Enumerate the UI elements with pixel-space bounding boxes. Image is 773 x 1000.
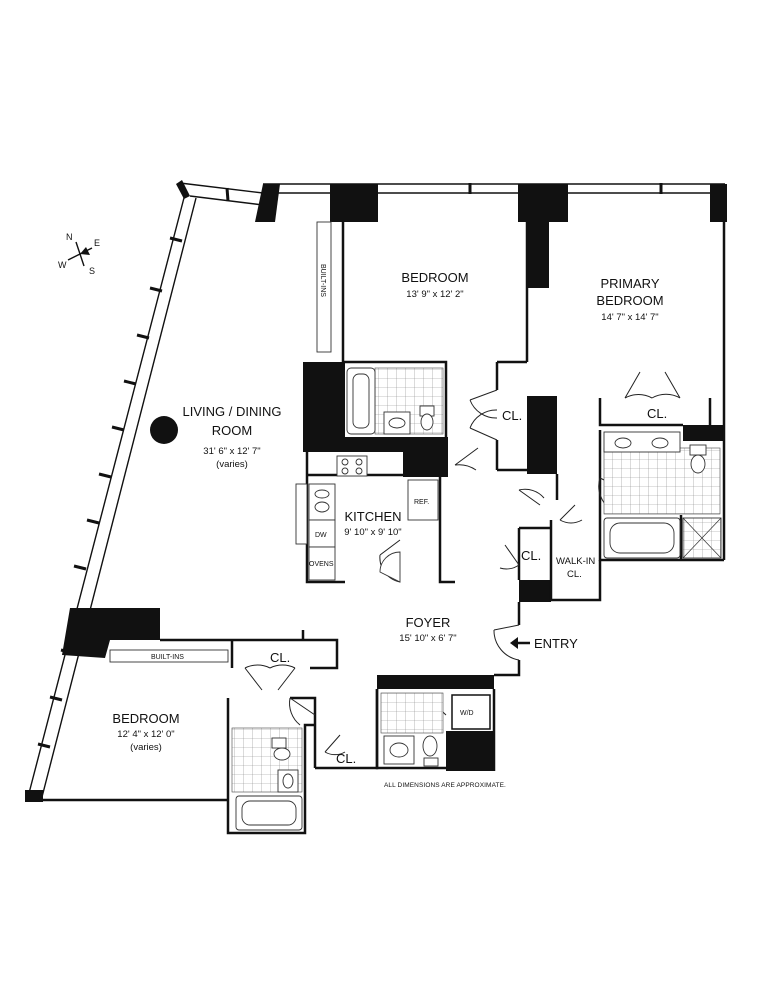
- bedroom-bottom-note: (varies): [130, 742, 162, 753]
- structural-column: [150, 416, 178, 444]
- entry-arrow-icon: [510, 637, 530, 649]
- disclaimer-text: ALL DIMENSIONS ARE APPROXIMATE.: [384, 782, 506, 789]
- bedroom-bottom-dims: 12' 4" x 12' 0": [117, 729, 174, 740]
- doors: [244, 371, 681, 756]
- kitchen-fixtures: [295, 455, 439, 583]
- compass-e: E: [94, 238, 100, 248]
- compass-n: N: [66, 232, 73, 242]
- primary-name-2: BEDROOM: [596, 293, 663, 308]
- compass-rose: N E S W: [58, 232, 100, 276]
- room-labels: LIVING / DINING ROOM 31' 6" x 12' 7" (va…: [112, 270, 663, 753]
- bedroom-top-name: BEDROOM: [401, 270, 468, 285]
- entry-label: ENTRY: [534, 636, 578, 651]
- primary-dims: 14' 7" x 14' 7": [601, 312, 658, 323]
- built-ins-vertical-label: BUILT-INS: [319, 264, 326, 297]
- built-ins-horizontal-label: BUILT-INS: [151, 654, 184, 661]
- compass-w: W: [58, 260, 67, 270]
- bedroom-bottom-name: BEDROOM: [112, 711, 179, 726]
- foyer-dims: 15' 10" x 6' 7": [399, 633, 456, 644]
- built-ins: [109, 221, 332, 663]
- living-name-2: ROOM: [212, 423, 252, 438]
- closet-label-4: CL.: [270, 650, 290, 665]
- kitchen-dims: 9' 10" x 9' 10": [344, 527, 401, 538]
- foyer-name: FOYER: [406, 615, 451, 630]
- fixture-labels: BUILT-INS BUILT-INS CL. CL. CL. CL. CL. …: [151, 264, 667, 789]
- wd-label: W/D: [460, 710, 474, 717]
- living-dims: 31' 6" x 12' 7": [203, 446, 260, 457]
- compass-s: S: [89, 266, 95, 276]
- walk-in-label-1: WALK-IN: [556, 556, 595, 567]
- closet-label-2: CL.: [647, 406, 667, 421]
- living-note: (varies): [216, 459, 248, 470]
- living-name-1: LIVING / DINING: [183, 404, 282, 419]
- bedroom-top-dims: 13' 9" x 12' 2": [406, 289, 463, 300]
- structural-walls: [25, 180, 727, 802]
- ovens-label: OVENS: [309, 561, 334, 568]
- dw-label: DW: [315, 532, 327, 539]
- closet-label-1: CL.: [502, 408, 522, 423]
- interior-walls: [42, 222, 726, 835]
- closet-label-5: CL.: [336, 751, 356, 766]
- closet-label-3: CL.: [521, 548, 541, 563]
- primary-name-1: PRIMARY: [601, 276, 660, 291]
- walk-in-label-2: CL.: [567, 569, 582, 580]
- ref-label: REF.: [414, 499, 429, 506]
- kitchen-name: KITCHEN: [344, 509, 401, 524]
- bathroom-fixtures: [231, 367, 722, 831]
